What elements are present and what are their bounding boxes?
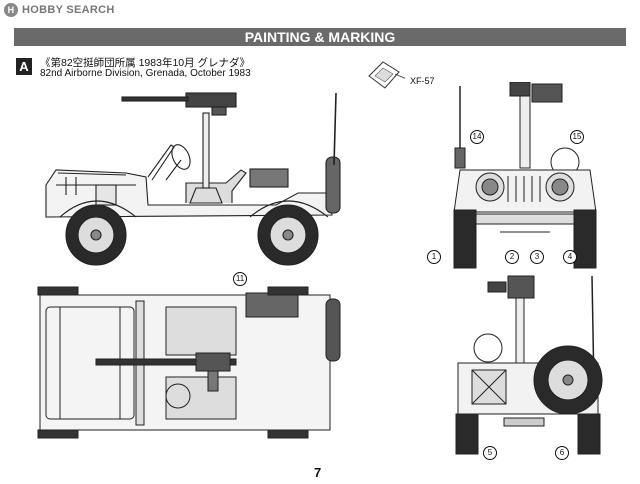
callout-14: 14 xyxy=(470,130,484,144)
scheme-caption-english: 82nd Airborne Division, Grenada, October… xyxy=(40,68,251,79)
scheme-letter-badge: A xyxy=(16,58,32,75)
page-number: 7 xyxy=(314,465,322,480)
paint-chip-icon xyxy=(368,61,405,89)
callout-3: 3 xyxy=(530,250,544,264)
paint-code-label: XF-57 xyxy=(410,76,435,86)
callout-6: 6 xyxy=(555,446,569,460)
jeep-front-view xyxy=(453,82,597,269)
callout-15: 15 xyxy=(570,130,584,144)
callout-2: 2 xyxy=(505,250,519,264)
watermark: H HOBBY SEARCH xyxy=(4,3,115,17)
callout-11: 11 xyxy=(233,272,247,286)
watermark-logo-icon: H xyxy=(4,3,18,17)
section-banner: PAINTING & MARKING xyxy=(14,28,626,46)
jeep-rear-view xyxy=(455,275,603,455)
callout-1: 1 xyxy=(427,250,441,264)
callout-5: 5 xyxy=(483,446,497,460)
callout-4: 4 xyxy=(563,250,577,264)
watermark-text: HOBBY SEARCH xyxy=(22,4,115,16)
jeep-top-view xyxy=(37,286,341,439)
jeep-side-view xyxy=(45,92,341,266)
scheme-caption-japanese: 《第82空挺師団所属 1983年10月 グレナダ》 xyxy=(40,57,251,69)
